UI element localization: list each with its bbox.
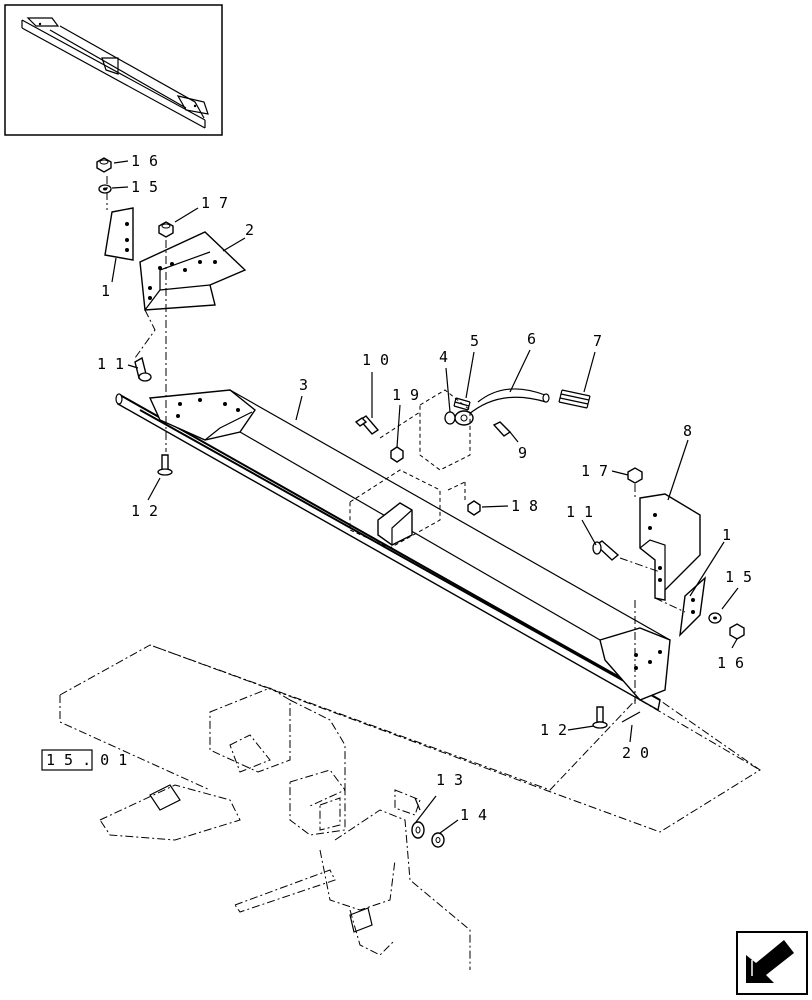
callout-11-right: 1 1 (566, 503, 593, 521)
callout-13: 1 3 (436, 771, 463, 789)
leader-lines (111, 160, 739, 834)
left-bracket-assembly (104, 207, 247, 311)
hardware (96, 157, 745, 848)
callout-17-right: 1 7 (581, 462, 608, 480)
callout-11-left: 1 1 (97, 355, 124, 373)
callout-10: 1 0 (362, 351, 389, 369)
callout-2: 2 (245, 221, 254, 239)
callout-19: 1 9 (392, 386, 419, 404)
callout-16-right: 1 6 (717, 654, 744, 672)
lever-handle-assembly (349, 388, 591, 549)
frame-phantom-outline (59, 644, 761, 970)
callout-7: 7 (593, 332, 602, 350)
callout-12-right: 1 2 (540, 721, 567, 739)
right-bracket-assembly (639, 493, 706, 637)
callout-labels: 1 6 1 5 1 7 2 1 1 1 3 1 0 1 9 4 5 6 7 9 … (97, 152, 752, 824)
callout-15-top: 1 5 (131, 178, 158, 196)
callout-5: 5 (470, 332, 479, 350)
callout-18: 1 8 (511, 497, 538, 515)
callout-3: 3 (299, 376, 308, 394)
callout-16-top: 1 6 (131, 152, 158, 170)
callout-17-top: 1 7 (201, 194, 228, 212)
main-bar-assembly (115, 389, 671, 712)
callout-8: 8 (683, 422, 692, 440)
section-reference-text: 1 5 . 0 1 (46, 751, 127, 769)
callout-4: 4 (439, 348, 448, 366)
callout-6: 6 (527, 330, 536, 348)
callout-1-left: 1 (101, 282, 110, 300)
callout-14: 1 4 (460, 806, 487, 824)
overview-thumbnail (4, 4, 223, 136)
callout-1-right: 1 (722, 526, 731, 544)
back-arrow-icon[interactable] (736, 931, 808, 995)
callout-15-right: 1 5 (725, 568, 752, 586)
alignment-lines (106, 176, 686, 705)
callout-9: 9 (518, 444, 527, 462)
callout-20: 2 0 (622, 744, 649, 762)
callout-12-left: 1 2 (131, 502, 158, 520)
section-reference-tag[interactable]: 1 5 . 0 1 (41, 749, 127, 771)
